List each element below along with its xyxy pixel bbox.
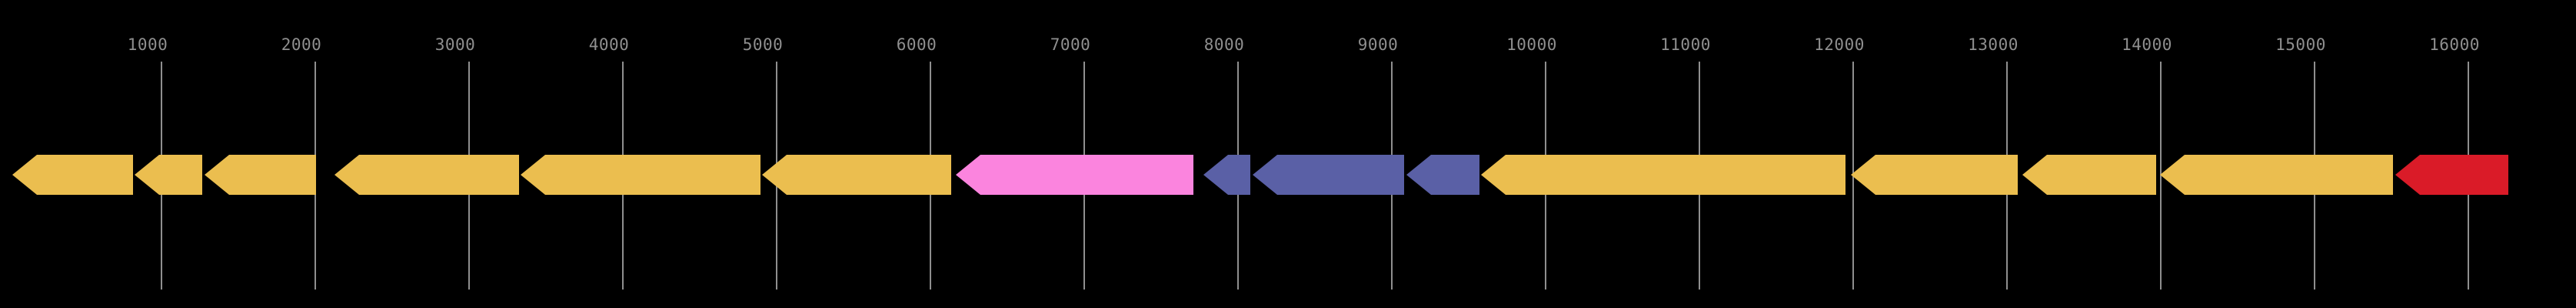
gene-arrow — [762, 155, 951, 195]
gene-arrow — [2395, 155, 2508, 195]
gene-arrow — [135, 155, 202, 195]
gene-arrow — [1851, 155, 2018, 195]
ruler-tick-label: 15000 — [2275, 35, 2326, 54]
ruler-tick-label: 12000 — [1814, 35, 1865, 54]
ruler-tick-label: 3000 — [434, 35, 476, 54]
ruler-tick-label: 5000 — [742, 35, 784, 54]
gene-arrow — [1203, 155, 1250, 195]
gene-arrow — [521, 155, 760, 195]
gene-arrow — [12, 155, 133, 195]
ruler-tick-label: 13000 — [1968, 35, 2019, 54]
ruler-tick-label: 2000 — [281, 35, 322, 54]
gene-arrow — [205, 155, 316, 195]
ruler-tick-label: 1000 — [127, 35, 168, 54]
gene-arrow — [2022, 155, 2156, 195]
ruler-tick-label: 8000 — [1203, 35, 1245, 54]
gene-arrow — [1481, 155, 1845, 195]
ruler-gridline — [2160, 62, 2162, 290]
ruler-tick-label: 14000 — [2122, 35, 2172, 54]
ruler-tick-label: 6000 — [896, 35, 937, 54]
gene-arrow — [1253, 155, 1404, 195]
gene-arrow — [956, 155, 1193, 195]
gene-arrow — [334, 155, 519, 195]
gene-arrow — [1406, 155, 1479, 195]
ruler-tick-label: 16000 — [2429, 35, 2480, 54]
ruler-tick-label: 10000 — [1506, 35, 1557, 54]
ruler-tick-label: 11000 — [1660, 35, 1711, 54]
ruler-tick-label: 9000 — [1357, 35, 1399, 54]
ruler-tick-label: 4000 — [588, 35, 630, 54]
gene-arrow — [2160, 155, 2393, 195]
ruler-tick-label: 7000 — [1050, 35, 1091, 54]
